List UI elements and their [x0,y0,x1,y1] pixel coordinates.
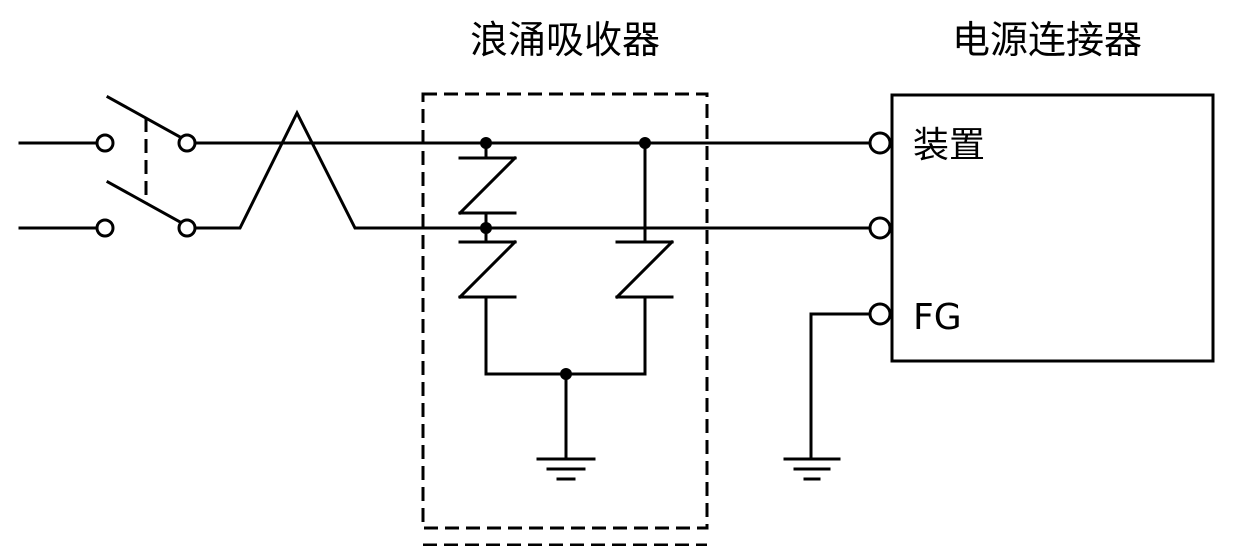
line-conductor-2 [193,109,872,230]
connector-terminal-line-1 [868,131,892,155]
fg-label: FG [913,297,962,338]
connector-terminal-fg [868,302,892,326]
switch-blade-1 [105,94,183,140]
junction-node [480,137,492,149]
switch-input-terminal-1 [95,133,115,153]
device-label: 装置 [913,125,985,166]
junction-node [560,368,572,380]
varistor-line-to-line [457,141,518,230]
switch-blade-2 [105,179,183,225]
power-connector-heading: 电源连接器 [952,18,1142,62]
varistor-line1-to-ground [614,141,675,376]
surge-absorber-enclosure [421,92,709,530]
fg-ground-icon [783,457,841,481]
fg-ground-wire [809,312,872,459]
varistor-line2-to-ground [457,226,518,376]
surge-absorber-heading: 浪涌吸收器 [470,18,660,62]
junction-node [480,222,492,234]
device-box [890,93,1215,363]
surge-absorber-ground-icon [536,457,596,481]
switch-input-terminal-2 [95,218,115,238]
double-pole-switch [95,94,197,238]
connector-terminal-line-2 [868,216,892,240]
junction-node [639,137,651,149]
